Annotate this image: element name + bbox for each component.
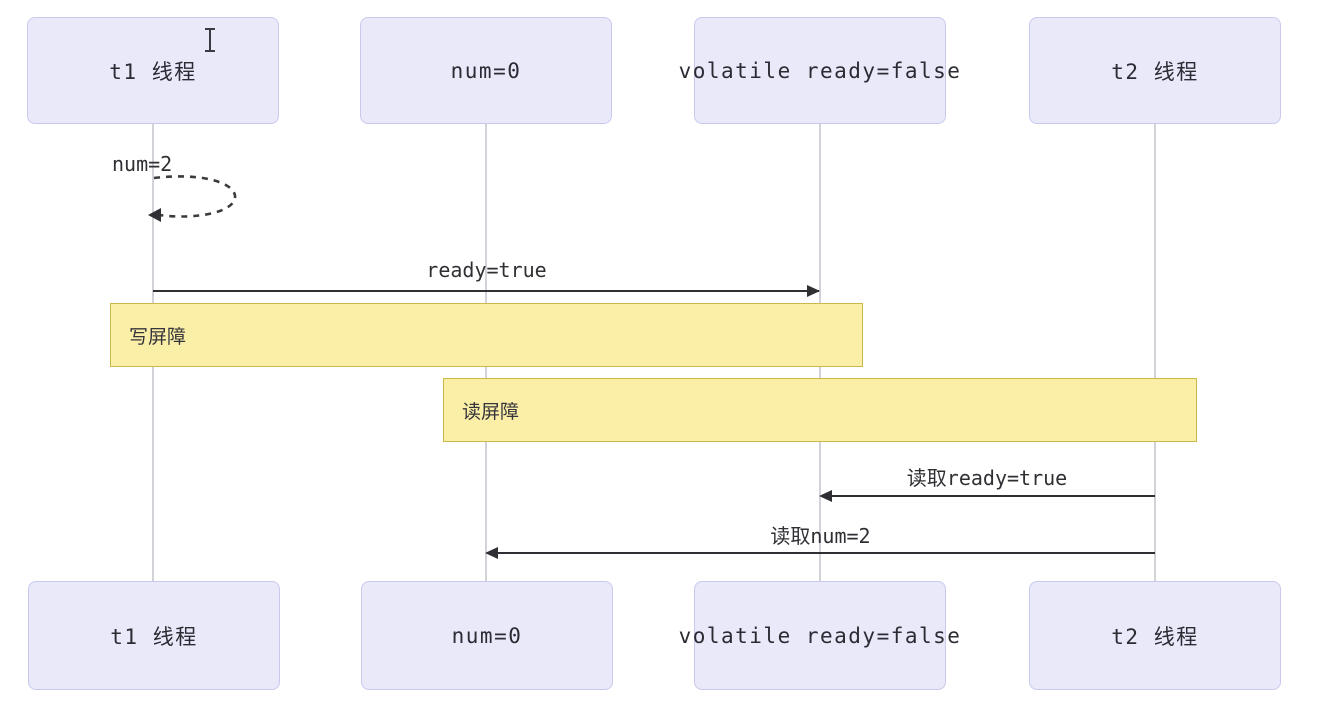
participant-box-num-top[interactable]: num=0 <box>360 17 612 124</box>
participant-box-ready-bottom[interactable]: volatile ready=false <box>679 581 960 690</box>
i-beam-icon <box>205 28 215 52</box>
participant-label-t2-top: t2 线程 <box>1111 59 1199 84</box>
barrier-read[interactable]: 读屏障 <box>443 378 1197 442</box>
participant-label-num-bottom: num=0 <box>451 623 523 648</box>
message-line-ready-true <box>153 290 819 292</box>
message-label-read-num-2: 读取num=2 <box>770 524 871 548</box>
participant-label-ready-bottom: volatile ready=false <box>678 623 962 648</box>
message-line-read-num-2 <box>492 552 1155 554</box>
lifeline-t2 <box>1154 124 1156 582</box>
participant-box-t1-bottom[interactable]: t1 线程 <box>28 581 280 690</box>
participant-box-t1-top[interactable]: t1 线程 <box>27 17 279 124</box>
message-label-read-ready-true: 读取ready=true <box>906 466 1068 490</box>
barrier-label-read: 读屏障 <box>462 400 520 423</box>
text-cursor-icon <box>204 27 216 58</box>
participant-label-ready-top: volatile ready=false <box>678 58 962 83</box>
participant-label-t2-bottom: t2 线程 <box>1111 624 1199 649</box>
message-label-ready-true: ready=true <box>426 258 547 282</box>
barrier-write[interactable]: 写屏障 <box>110 303 863 367</box>
message-arrowhead-read-num-2 <box>485 547 498 559</box>
participant-box-ready-top[interactable]: volatile ready=false <box>679 17 960 124</box>
participant-box-num-bottom[interactable]: num=0 <box>361 581 613 690</box>
participant-box-t2-top[interactable]: t2 线程 <box>1029 17 1281 124</box>
message-label-self-num-2: num=2 <box>112 152 173 176</box>
message-arrowhead-read-ready-true <box>819 490 832 502</box>
participant-label-t1-top: t1 线程 <box>109 59 197 84</box>
barrier-label-write: 写屏障 <box>129 325 187 348</box>
participant-label-num-top: num=0 <box>450 58 522 83</box>
participant-box-t2-bottom[interactable]: t2 线程 <box>1029 581 1281 690</box>
participant-label-t1-bottom: t1 线程 <box>110 624 198 649</box>
message-line-read-ready-true <box>826 495 1155 497</box>
message-arrowhead-ready-true <box>807 285 820 297</box>
self-message-loop-num-2 <box>148 175 237 222</box>
